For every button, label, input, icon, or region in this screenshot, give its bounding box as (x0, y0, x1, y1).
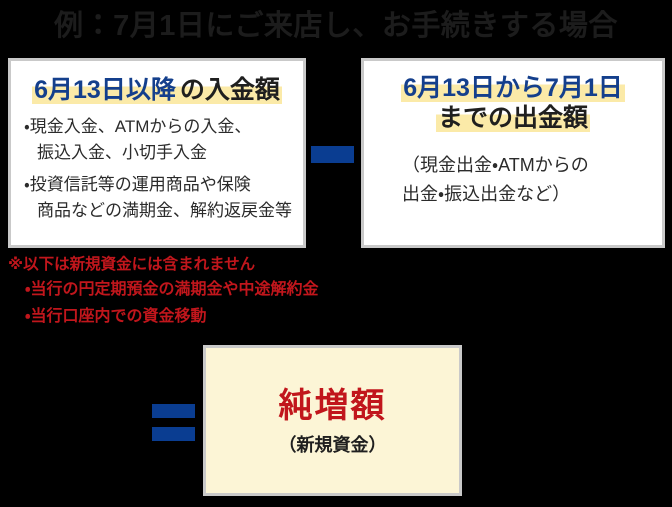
withdrawal-heading-dark: までの出金額 (435, 104, 590, 132)
withdrawal-panel-heading: 6月13日から7月1日 までの出金額 (364, 73, 662, 133)
withdrawal-panel: 6月13日から7月1日 までの出金額 （現金出金・ATMからの 出金・振込出金な… (361, 58, 665, 248)
equals-bar-bottom (152, 427, 195, 441)
deposit-bullet-1-line-1: ・現金入金、ATMからの入金、 (24, 117, 252, 136)
deposit-heading-blue: 6月13日以降 (32, 76, 178, 104)
list-item: ・投資信託等の運用商品や保険 商品などの満期金、解約返戻金等 (24, 172, 295, 223)
deposit-panel: 6月13日以降の入金額 ・現金入金、ATMからの入金、 振込入金、小切手入金 ・… (8, 58, 306, 248)
exclusion-notes-heading: ※以下は新規資金には含まれません (8, 256, 256, 273)
withdrawal-description-line-2: 出金・振込出金など） (402, 184, 571, 204)
result-panel: 純増額 （新規資金） (203, 345, 462, 496)
withdrawal-description-line-1: （現金出金・ATMからの (402, 155, 589, 175)
deposit-heading-dark: の入金額 (177, 76, 282, 104)
withdrawal-heading-blue: 6月13日から7月1日 (401, 74, 625, 102)
deposit-bullet-2-line-1: ・投資信託等の運用商品や保険 (24, 175, 251, 194)
minus-operator-icon (311, 146, 354, 163)
deposit-panel-heading: 6月13日以降の入金額 (11, 75, 303, 105)
exclusion-note-item-2: ・当行口座内での資金移動 (25, 308, 207, 325)
deposit-bullet-1-line-2: 振込入金、小切手入金 (37, 142, 207, 162)
result-panel-title: 純増額 (278, 386, 387, 425)
equals-operator-icon (152, 404, 195, 441)
exclusion-notes: ※以下は新規資金には含まれません ・当行の円定期預金の満期金や中途解約金 ・当行… (8, 253, 318, 330)
page-title: 例：7月1日にご来店し、お手続きする場合 (54, 10, 618, 42)
deposit-bullet-list: ・現金入金、ATMからの入金、 振込入金、小切手入金 ・投資信託等の運用商品や保… (11, 114, 303, 223)
withdrawal-description: （現金出金・ATMからの 出金・振込出金など） (364, 151, 662, 209)
equals-bar-top (152, 404, 195, 418)
list-item: ・現金入金、ATMからの入金、 振込入金、小切手入金 (24, 114, 295, 165)
deposit-bullet-2-line-2: 商品などの満期金、解約返戻金等 (37, 200, 292, 220)
result-panel-subtitle: （新規資金） (278, 434, 387, 455)
exclusion-note-item-1: ・当行の円定期預金の満期金や中途解約金 (25, 281, 319, 298)
